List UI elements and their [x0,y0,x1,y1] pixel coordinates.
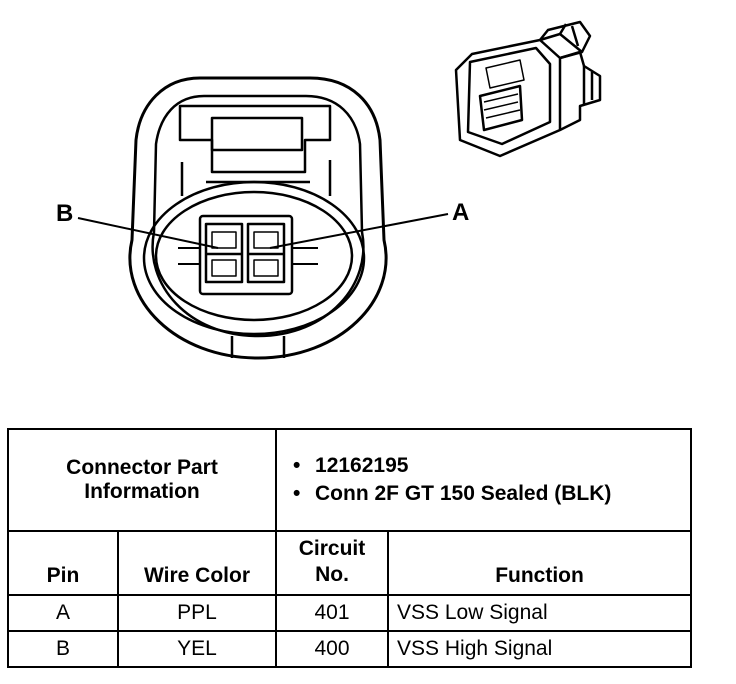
latch-tab [210,116,304,152]
pin-b-label: B [56,200,74,227]
pin-a-label: A [452,199,470,226]
connector-3d-illustration [454,20,602,158]
row-pin: A [7,594,119,632]
leader-line-a [269,213,449,249]
row-function: VSS Low Signal [387,594,693,632]
header-pin: Pin [7,530,119,596]
table-row: A PPL 401 VSS Low Signal [7,594,693,632]
seal-inner [154,190,354,322]
part-info-cell: 12162195 Conn 2F GT 150 Sealed (BLK) [275,428,693,532]
row-circuit: 401 [275,594,390,632]
connector-inner-body [151,94,365,338]
row-wire-color: YEL [116,630,278,668]
header-circuit-no: Circuit No. [275,530,390,596]
row-pin: B [7,630,119,668]
bottom-tab [230,336,286,358]
part-number: 12162195 [293,452,682,480]
part-info-list: 12162195 Conn 2F GT 150 Sealed (BLK) [285,452,682,508]
leader-line-b [77,217,219,249]
part-info-label: Connector Part Information [6,428,278,532]
connector-info-table: Connector Part Information 12162195 Conn… [6,428,693,668]
row-function: VSS High Signal [387,630,693,668]
part-description: Conn 2F GT 150 Sealed (BLK) [293,480,682,508]
seal-outer [142,180,366,336]
table-row: B YEL 400 VSS High Signal [7,630,693,668]
header-function: Function [387,530,693,596]
connector-outer-body [128,76,388,360]
row-circuit: 400 [275,630,390,668]
connector-diagram [77,20,602,360]
latch-housing [178,104,332,174]
cavity-frame [198,214,294,296]
row-wire-color: PPL [116,594,278,632]
header-wire-color: Wire Color [116,530,278,596]
